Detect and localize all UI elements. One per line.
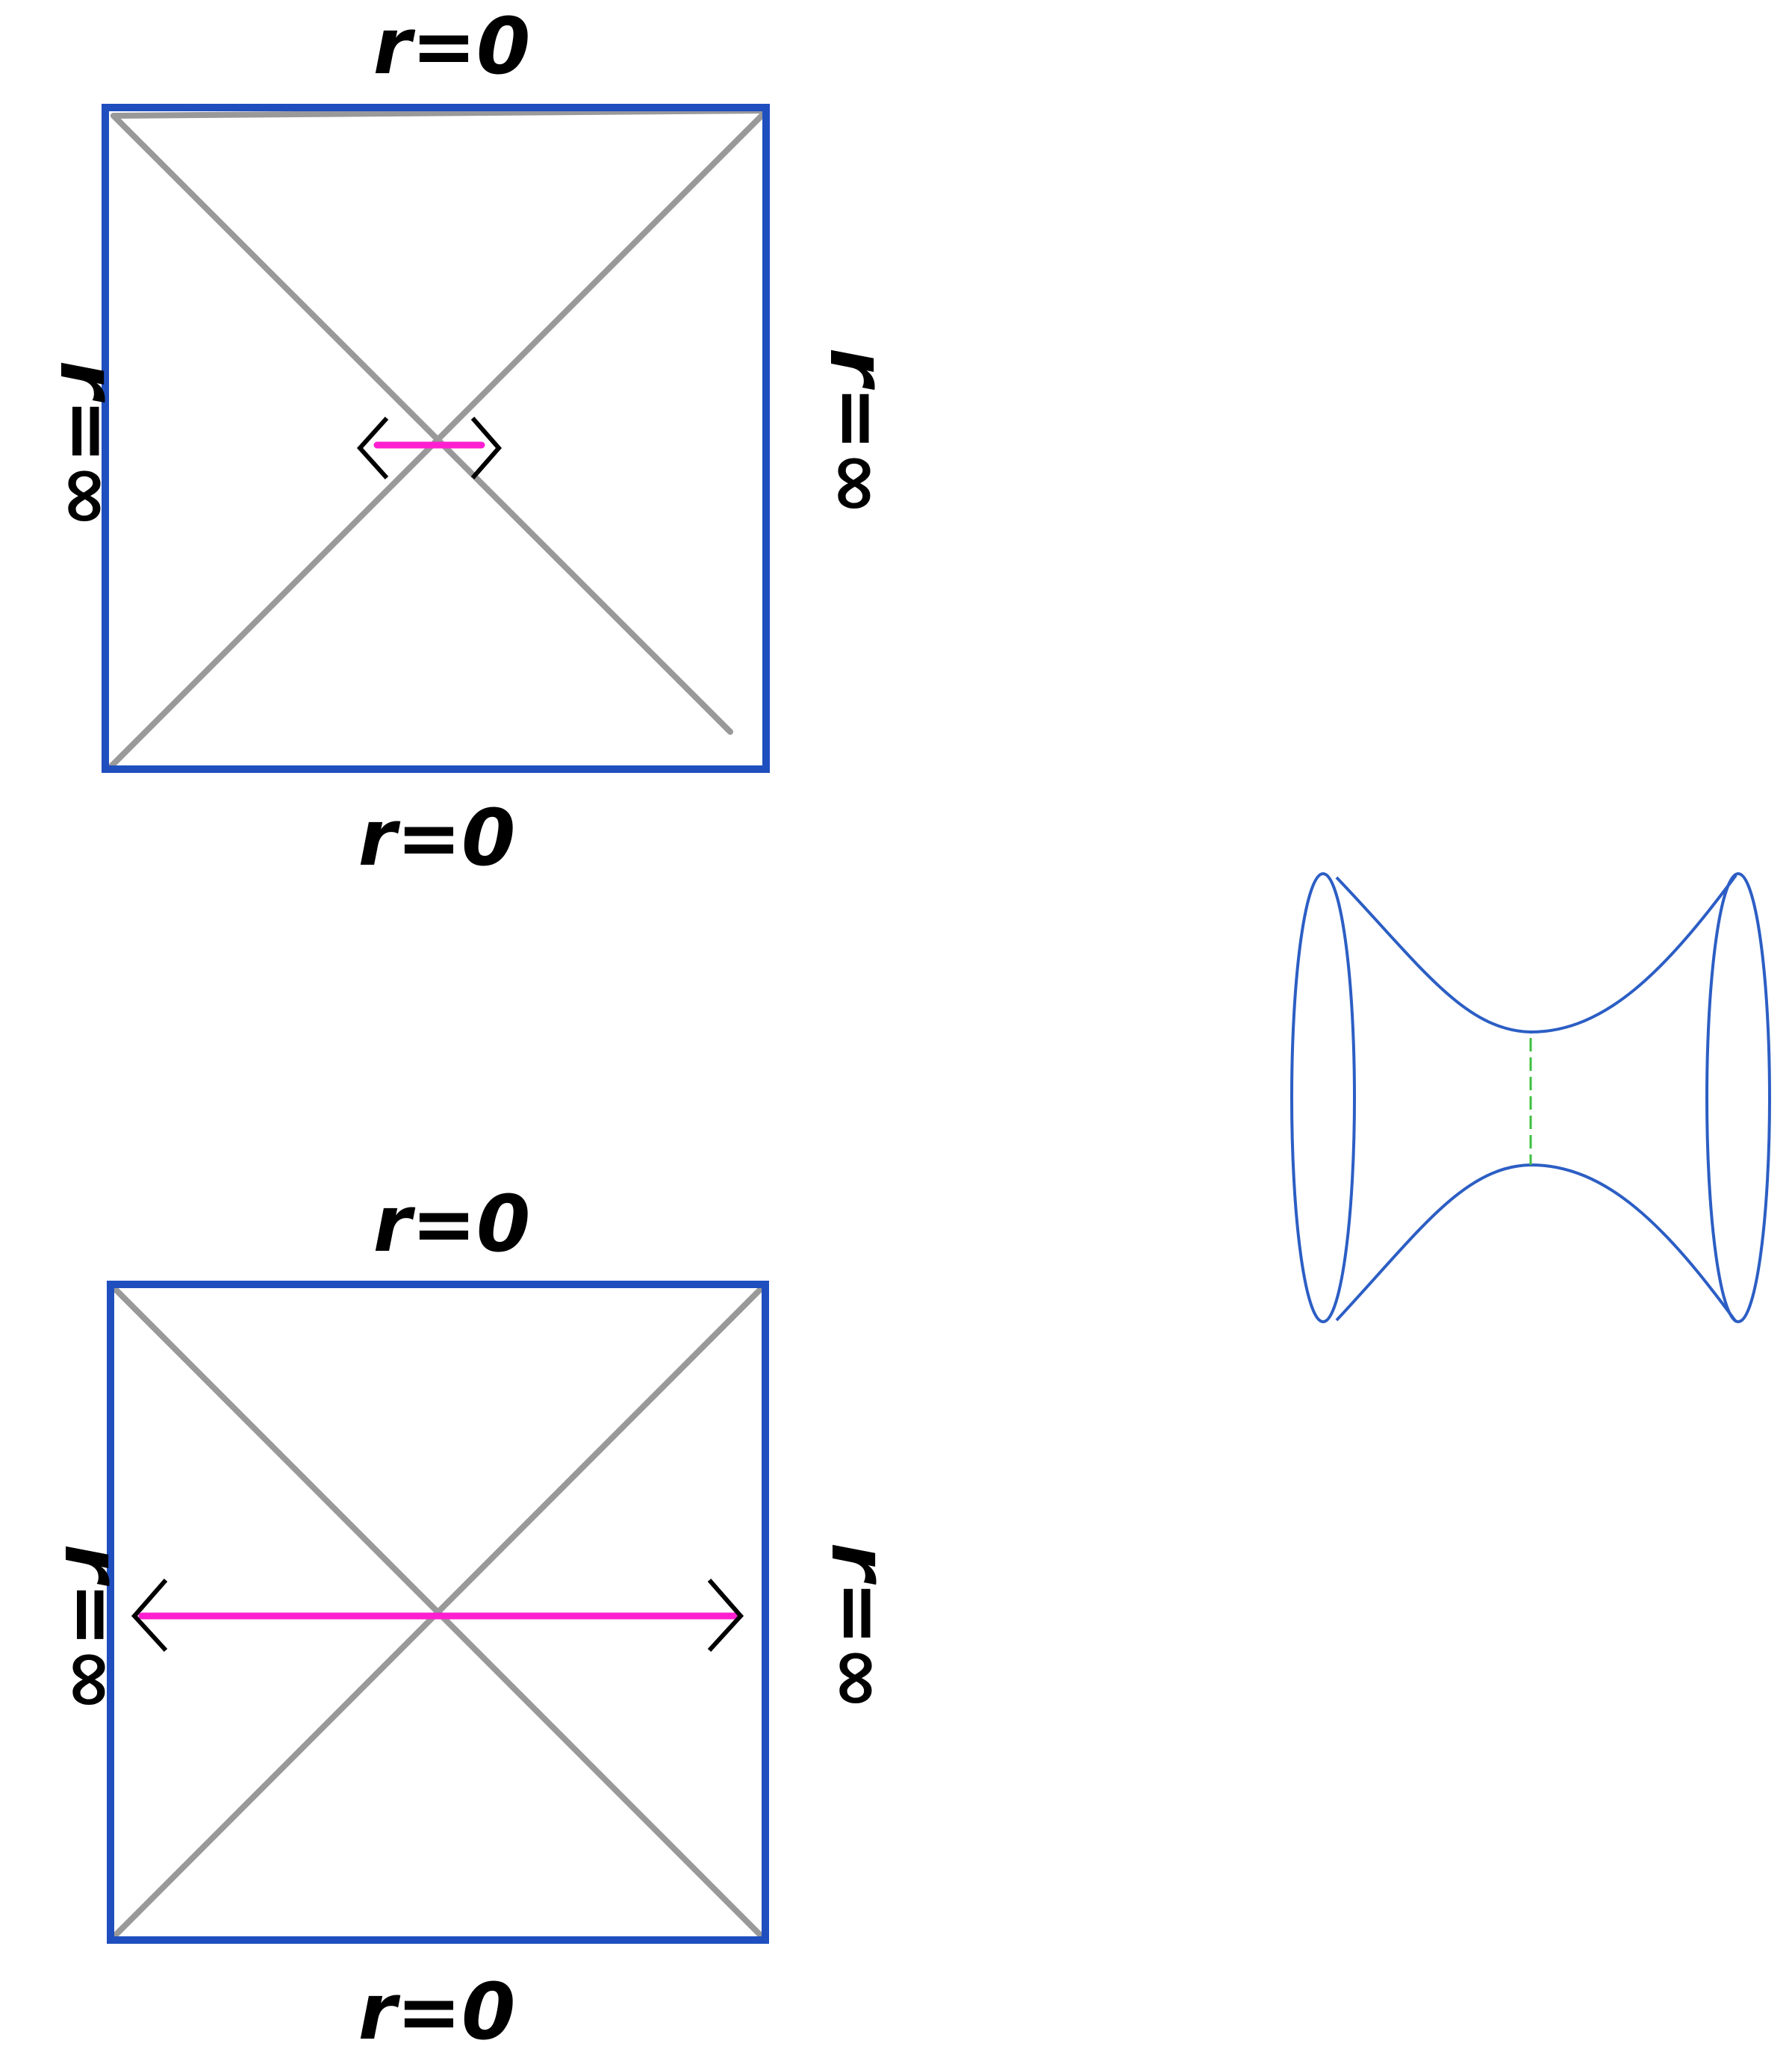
label-right: r=∞ <box>814 1542 905 1710</box>
arrowhead-right <box>470 417 502 479</box>
label-right: r=∞ <box>812 347 903 515</box>
label-top: r=0 <box>373 1178 531 1269</box>
wormhole-left-mouth <box>1290 872 1356 1323</box>
arrowhead-left <box>131 1579 168 1653</box>
label-bottom: r=0 <box>358 792 516 883</box>
label-left: r=∞ <box>43 360 134 528</box>
wormhole-lower-profile <box>1335 1163 1737 1323</box>
wormhole-upper-profile <box>1335 874 1737 1034</box>
boundary-square <box>102 104 770 773</box>
horizon-line <box>108 1281 768 1943</box>
boundary-square <box>107 1281 769 1944</box>
wormhole-right-mouth <box>1705 872 1771 1323</box>
wormhole-hyperboloid <box>1290 872 1771 1323</box>
penrose-diagram-bottom: r=0 r=0 r=∞ r=∞ <box>47 1178 905 2057</box>
horizon-line <box>111 113 733 735</box>
penrose-diagram-top: r=0 r=0 r=∞ r=∞ <box>43 1 903 883</box>
label-left: r=∞ <box>47 1544 138 1712</box>
arrowhead-left <box>356 416 389 480</box>
label-bottom: r=0 <box>358 1966 516 2057</box>
label-top: r=0 <box>373 1 531 92</box>
arrowhead-right <box>707 1579 744 1653</box>
horizon-line <box>111 108 770 119</box>
